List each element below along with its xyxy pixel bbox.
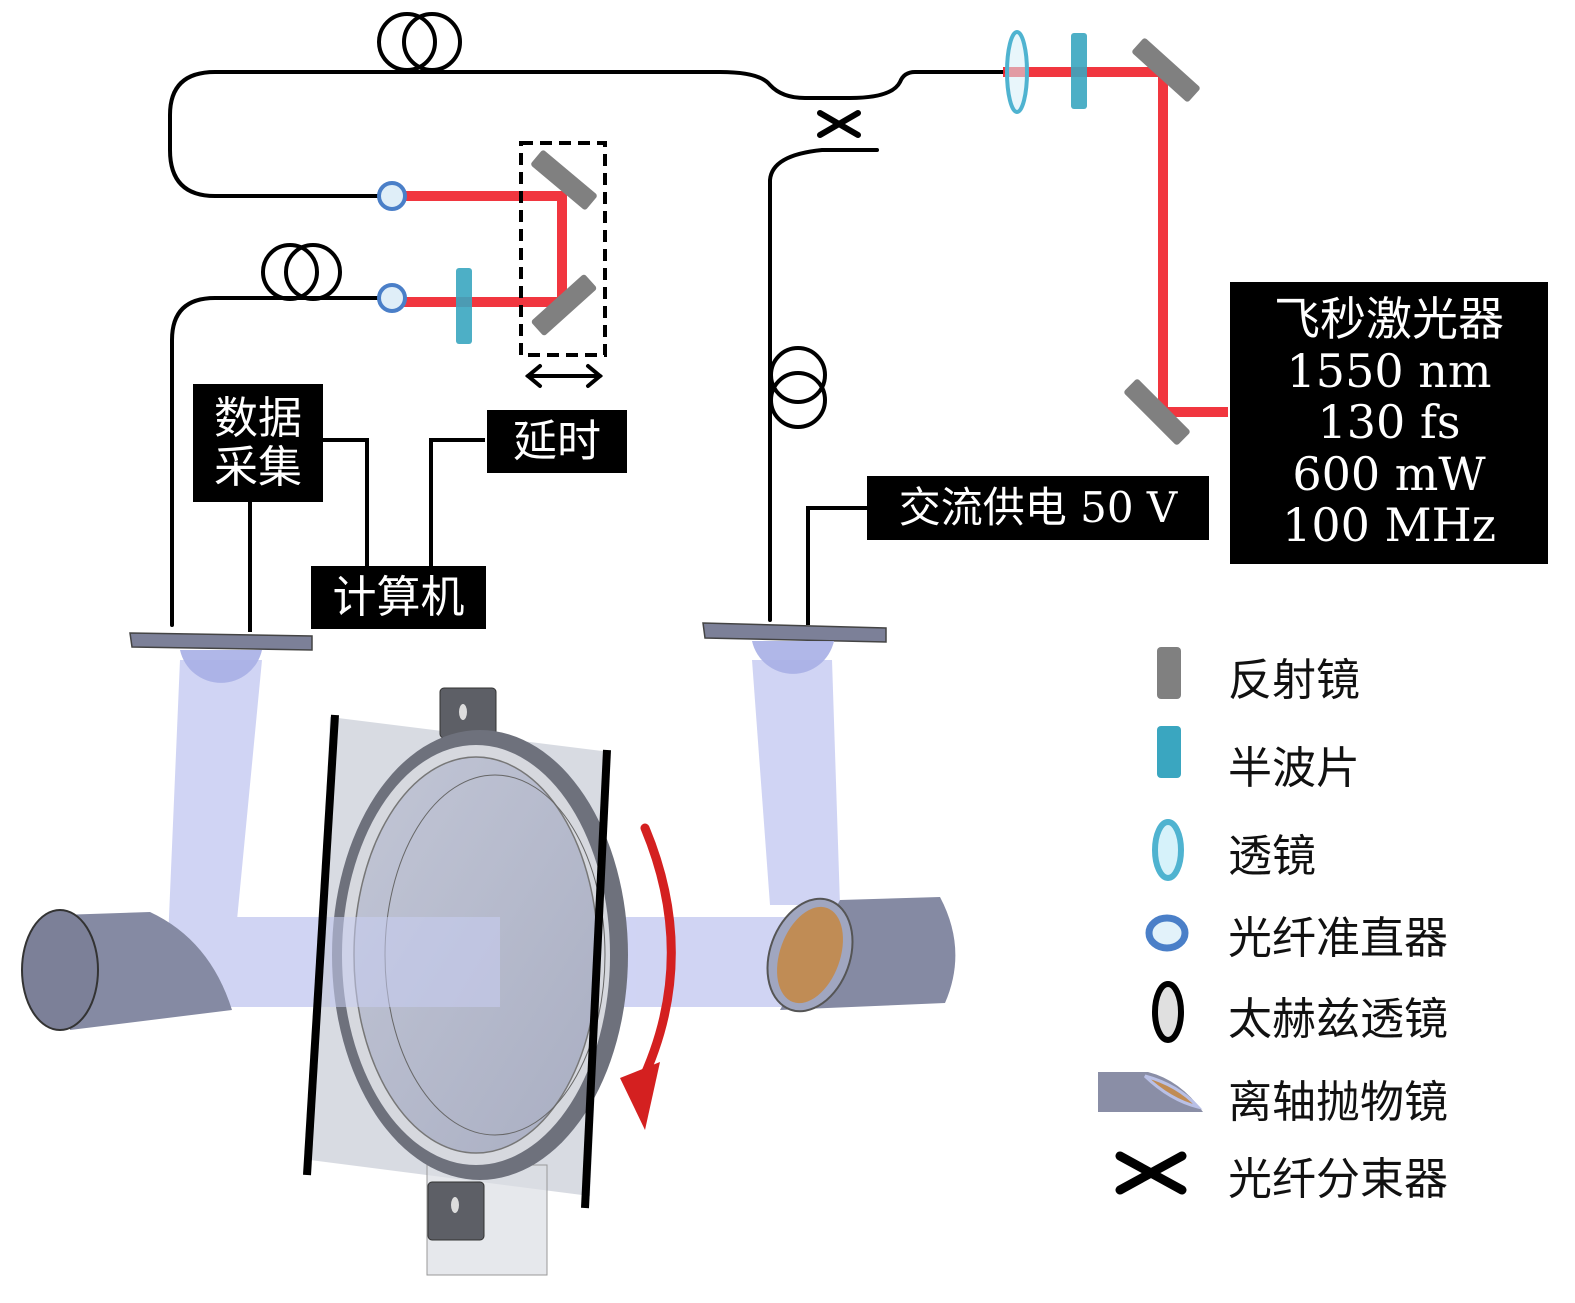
fiber-coil-right — [769, 346, 827, 429]
laser-beams — [392, 67, 1228, 417]
fiber-bottom — [170, 296, 380, 627]
data-acquisition-line1: 数据 — [214, 392, 302, 444]
lens-icon — [1152, 819, 1184, 881]
fiber-splitter-upper — [718, 70, 1005, 100]
laser-wavelength: 1550 nm — [1286, 343, 1492, 398]
laser-name: 飞秒激光器 — [1274, 292, 1504, 347]
data-acquisition-line2: 采集 — [214, 442, 302, 493]
fiber-coil-left — [261, 243, 342, 301]
fiber-paths — [168, 70, 1005, 627]
mirror-icon — [531, 150, 597, 210]
laser-pulse-width: 130 fs — [1317, 395, 1461, 450]
fiber-collimator-icon — [377, 283, 407, 313]
rotation-arrow-icon — [620, 823, 676, 1130]
half-wave-plate-icon — [456, 268, 472, 344]
mirror-icon — [1124, 379, 1190, 445]
laser-info-box: 飞秒激光器 1550 nm 130 fs 600 mW 100 MHz — [1230, 282, 1548, 564]
fiber-splitter-icon — [817, 110, 861, 138]
laser-repetition-rate: 100 MHz — [1282, 498, 1496, 553]
legend-label-mirror: 反射镜 — [1228, 655, 1360, 706]
legend-label-parabolic-mirror: 离轴抛物镜 — [1228, 1077, 1448, 1128]
fiber-splitter-icon — [1115, 1151, 1187, 1195]
legend-label-thz-lens: 太赫兹透镜 — [1228, 994, 1448, 1045]
thz-lens-icon — [1152, 981, 1184, 1043]
laser-beam-delay — [392, 191, 567, 307]
photoconductive-antenna-detector — [702, 622, 887, 674]
off-axis-parabolic-mirror-right — [766, 897, 956, 1013]
data-acquisition-box: 数据 采集 — [193, 384, 323, 502]
ac-power-box: 交流供电 50 V — [867, 476, 1209, 540]
legend-label-half-wave-plate: 半波片 — [1228, 743, 1360, 794]
fiber-collimator-icon — [377, 181, 407, 211]
off-axis-parabolic-mirror-icon — [1098, 1072, 1203, 1112]
signal-wires — [248, 438, 868, 632]
legend-label-lens: 透镜 — [1228, 831, 1316, 882]
photoconductive-antenna-emitter — [129, 632, 313, 683]
delay-stage-box — [519, 141, 607, 357]
laser-beam-source — [1003, 67, 1228, 417]
fiber-top-loop — [168, 70, 722, 198]
ac-power-label: 交流供电 50 V — [898, 483, 1178, 533]
legend-icons — [1098, 647, 1203, 1195]
half-wave-plate-icon — [1157, 726, 1181, 778]
lens-icon — [1005, 30, 1029, 114]
legend-label-fiber-splitter: 光纤分束器 — [1228, 1154, 1448, 1205]
mirror-icon — [1157, 647, 1181, 699]
delay-box: 延时 — [487, 410, 627, 473]
legend-label-fiber-collimator: 光纤准直器 — [1228, 913, 1448, 964]
sample-holder — [303, 687, 628, 1276]
mirror-icon — [531, 274, 597, 336]
delay-label: 延时 — [513, 415, 601, 467]
laser-power: 600 mW — [1292, 446, 1486, 501]
fiber-splitter-lower — [768, 148, 879, 622]
fiber-collimator-icon — [1145, 914, 1189, 952]
mirror-icon — [1132, 38, 1200, 102]
half-wave-plate-icon — [1071, 33, 1087, 109]
delay-move-arrow-icon — [524, 364, 604, 388]
computer-label: 计算机 — [332, 571, 465, 623]
fiber-coil-top — [377, 12, 462, 72]
computer-box: 计算机 — [311, 566, 486, 629]
off-axis-parabolic-mirror-left — [21, 909, 232, 1031]
